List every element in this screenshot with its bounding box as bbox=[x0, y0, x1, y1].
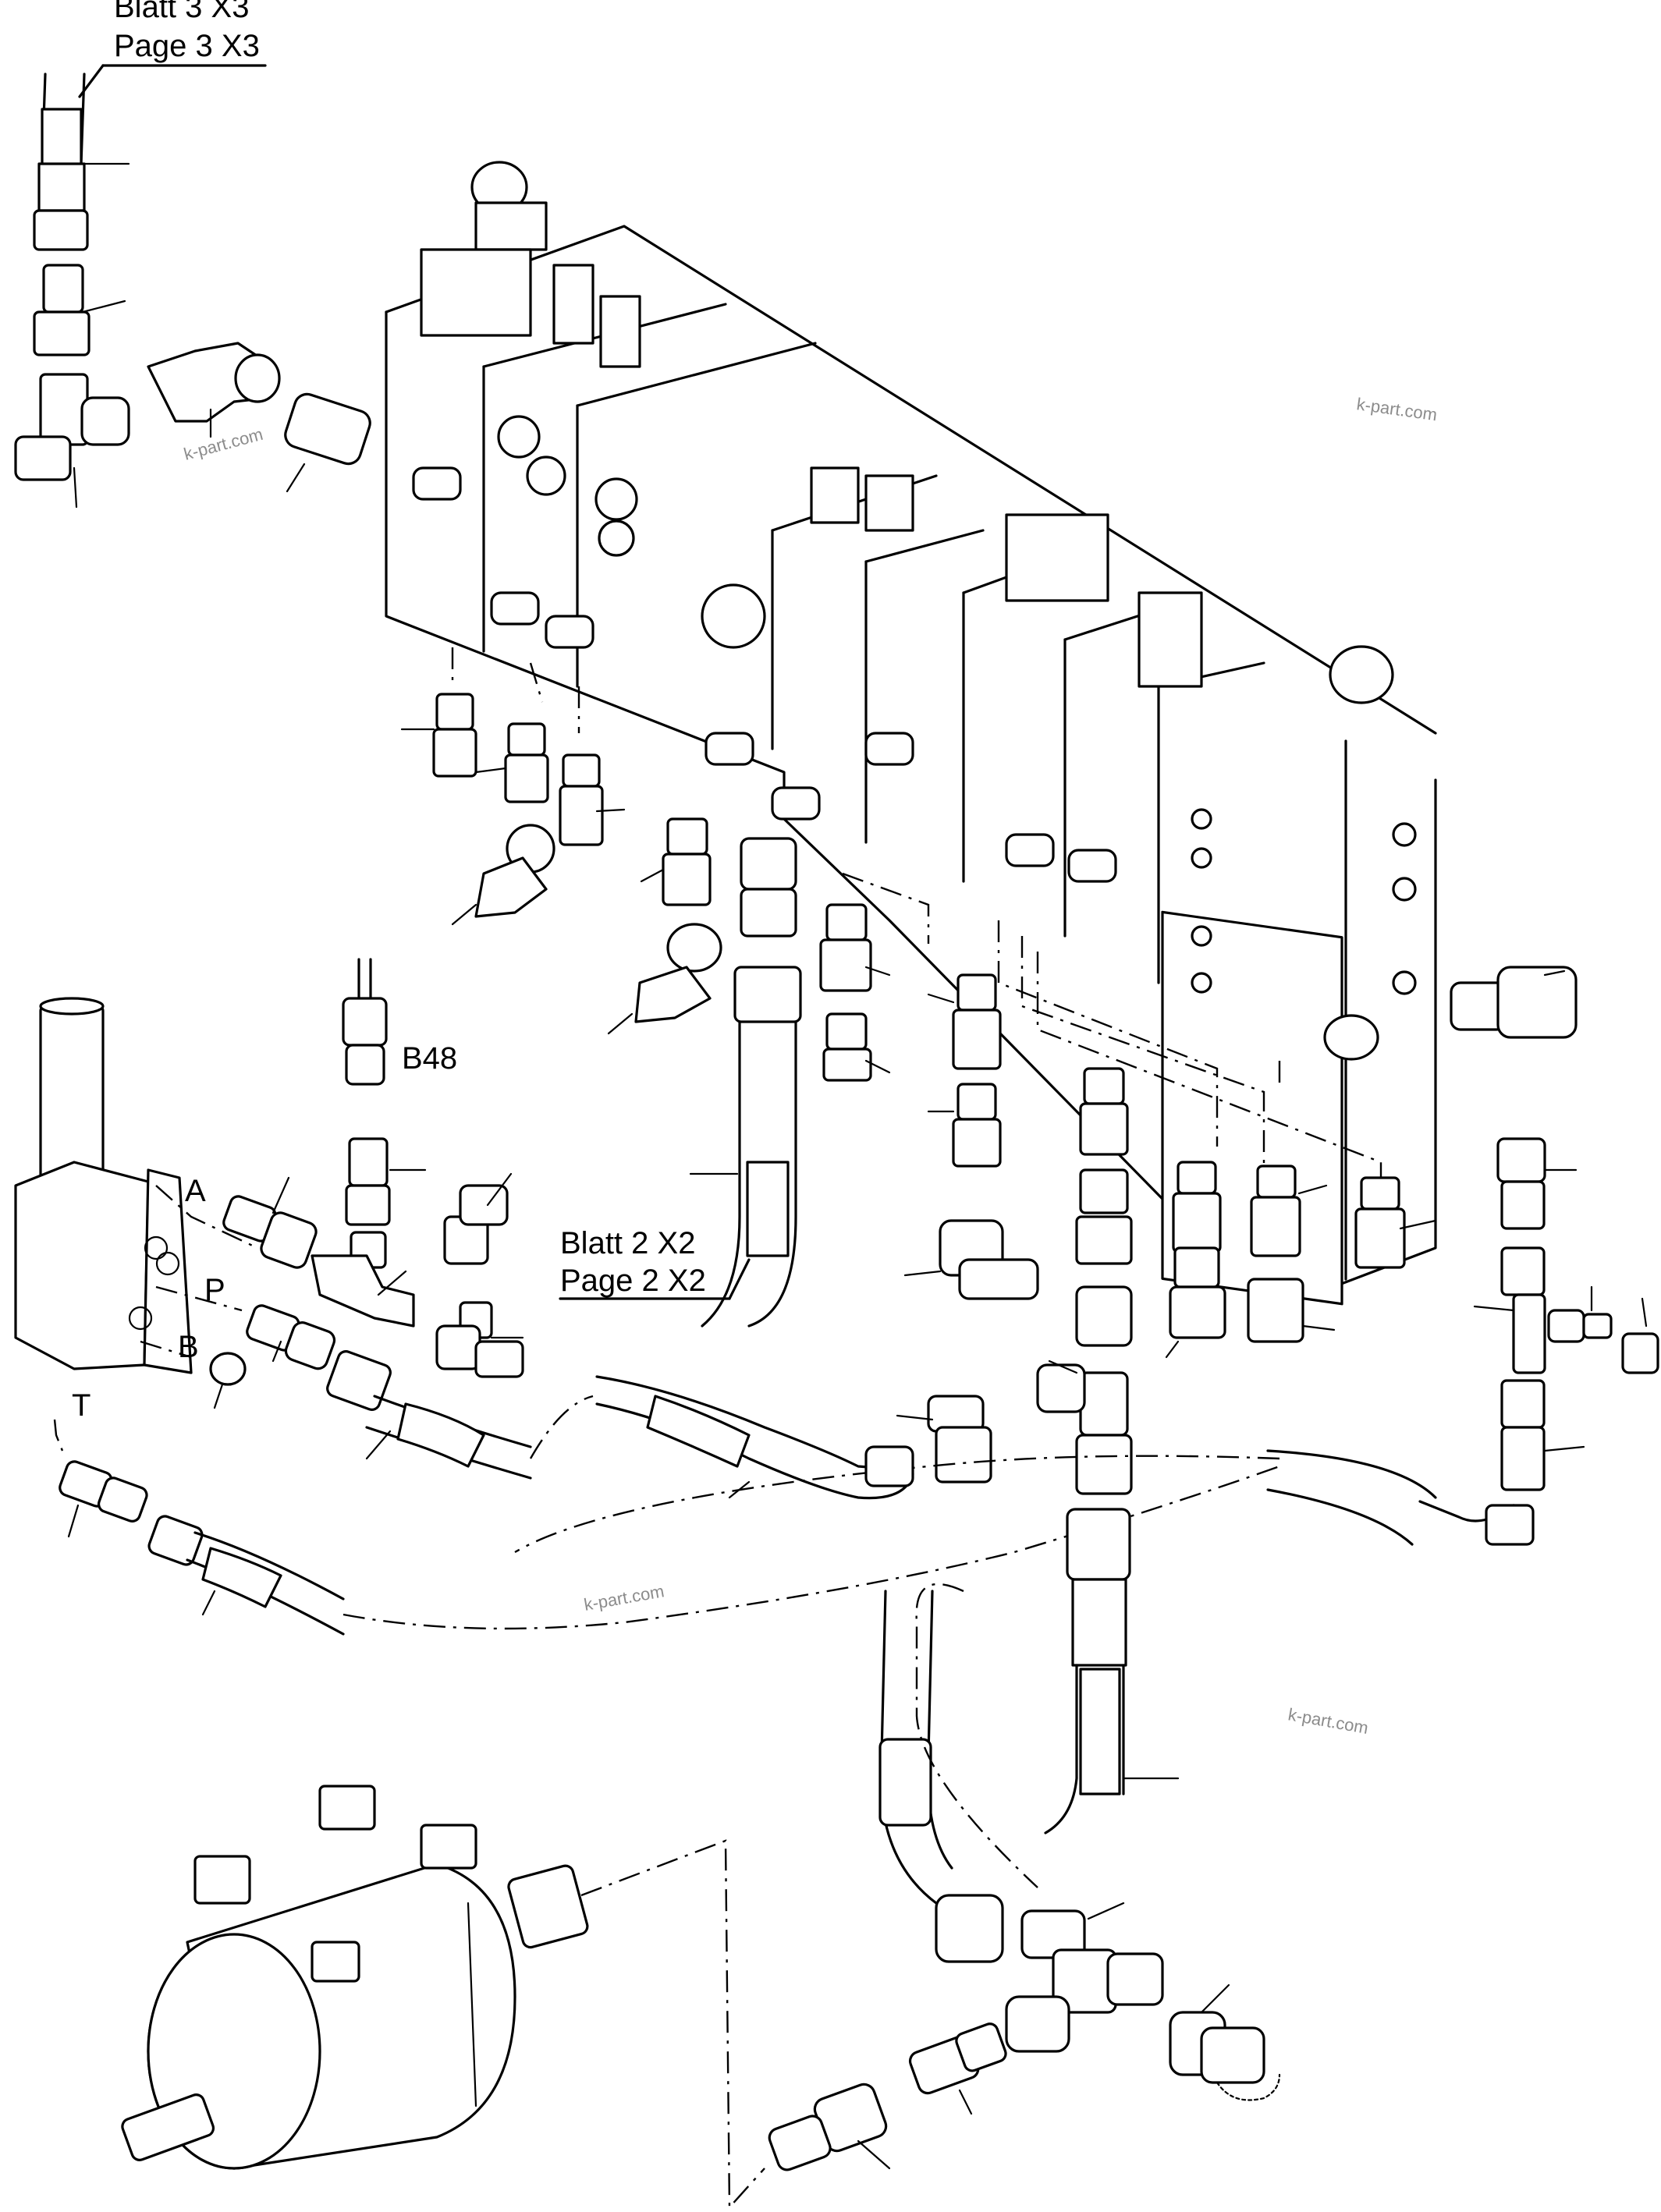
reference-blatt-3: Blatt 3 X3 Page 3 X3 bbox=[78, 0, 267, 98]
nipple-fitting-1 bbox=[400, 693, 477, 778]
sensor-b48: B48 bbox=[342, 958, 457, 1086]
nipple-fitting-5 bbox=[740, 837, 797, 938]
watermark-2: k-part.com bbox=[1355, 394, 1438, 424]
nipple-fitting-11 bbox=[1354, 1176, 1437, 1269]
hose-center bbox=[689, 966, 802, 1328]
tee-fitting-b48 bbox=[311, 1137, 427, 1328]
check-valve-fitting bbox=[443, 1172, 513, 1265]
nipple-fitting-7 bbox=[927, 973, 1002, 1168]
leader-hose-t-to-right bbox=[342, 1465, 1280, 1630]
nipple-fitting-8 bbox=[1079, 1067, 1129, 1156]
elbow-fitting-3 bbox=[903, 1219, 1039, 1300]
nipple-fitting-10 bbox=[1247, 1164, 1336, 1343]
hose-center-curved bbox=[595, 1375, 914, 1500]
watermark-4: k-part.com bbox=[1287, 1704, 1370, 1738]
hose-right bbox=[1266, 1449, 1535, 1546]
reference-blatt-3-line2: Page 3 X3 bbox=[114, 29, 260, 63]
accumulator bbox=[121, 1785, 589, 2170]
hose-top-left bbox=[33, 73, 130, 251]
elbow-fitting-top-left bbox=[147, 342, 371, 493]
quick-coupler-bottom bbox=[1169, 1983, 1281, 2101]
nipple-fitting-4 bbox=[640, 817, 712, 906]
reference-blatt-2-line2: Page 2 X2 bbox=[560, 1264, 706, 1298]
hose-t-port bbox=[59, 1460, 345, 1636]
nipple-fitting-bottom bbox=[908, 2022, 1007, 2115]
tee-fitting-lower bbox=[435, 1301, 524, 1378]
swivel-fitting-right bbox=[1450, 966, 1578, 1039]
tee-fitting-bottom bbox=[1005, 1902, 1164, 2053]
leader-accumulator bbox=[580, 1839, 765, 2210]
right-fittings-column bbox=[1473, 1137, 1659, 1491]
nipple-fitting-6 bbox=[819, 903, 891, 1082]
leader-actuator-ports bbox=[53, 1185, 258, 1452]
hose-lower-vertical bbox=[878, 1508, 1180, 1963]
watermark-3: k-part.com bbox=[583, 1581, 666, 1615]
port-label-t: T bbox=[72, 1388, 91, 1423]
hose-p-port bbox=[326, 1350, 594, 1480]
sensor-b48-label: B48 bbox=[402, 1041, 457, 1076]
nipple-fitting-2 bbox=[474, 722, 549, 803]
plug-b-port bbox=[209, 1352, 247, 1409]
center-tee-fitting bbox=[1036, 1168, 1133, 1495]
port-label-b: B bbox=[178, 1330, 199, 1364]
nipple-fitting-12 bbox=[896, 1395, 992, 1484]
reference-blatt-2-line1: Blatt 2 X2 bbox=[560, 1226, 695, 1260]
hydraulic-actuator-left bbox=[14, 997, 193, 1374]
tee-fitting-top-left bbox=[14, 373, 130, 509]
reference-blatt-3-line1: Blatt 3 X3 bbox=[114, 0, 249, 24]
elbow-fitting-1 bbox=[451, 824, 555, 926]
nipple-fitting-a-port bbox=[222, 1176, 318, 1269]
port-label-a: A bbox=[185, 1174, 206, 1208]
elbow-fitting-2 bbox=[607, 923, 722, 1035]
nipple-fitting-9 bbox=[1165, 1161, 1226, 1359]
leader-lower-center bbox=[514, 1455, 1280, 1554]
nipple-fitting-p-port bbox=[246, 1304, 336, 1370]
port-labels: A P B T bbox=[72, 1174, 225, 1423]
watermark-1: k-part.com bbox=[182, 424, 265, 464]
nipple-fitting-3 bbox=[559, 753, 626, 846]
nipple-fitting-top-left bbox=[33, 264, 126, 356]
reference-blatt-2: Blatt 2 X2 Page 2 X2 bbox=[559, 1226, 751, 1300]
coupler-fitting-bottom bbox=[768, 2083, 891, 2171]
